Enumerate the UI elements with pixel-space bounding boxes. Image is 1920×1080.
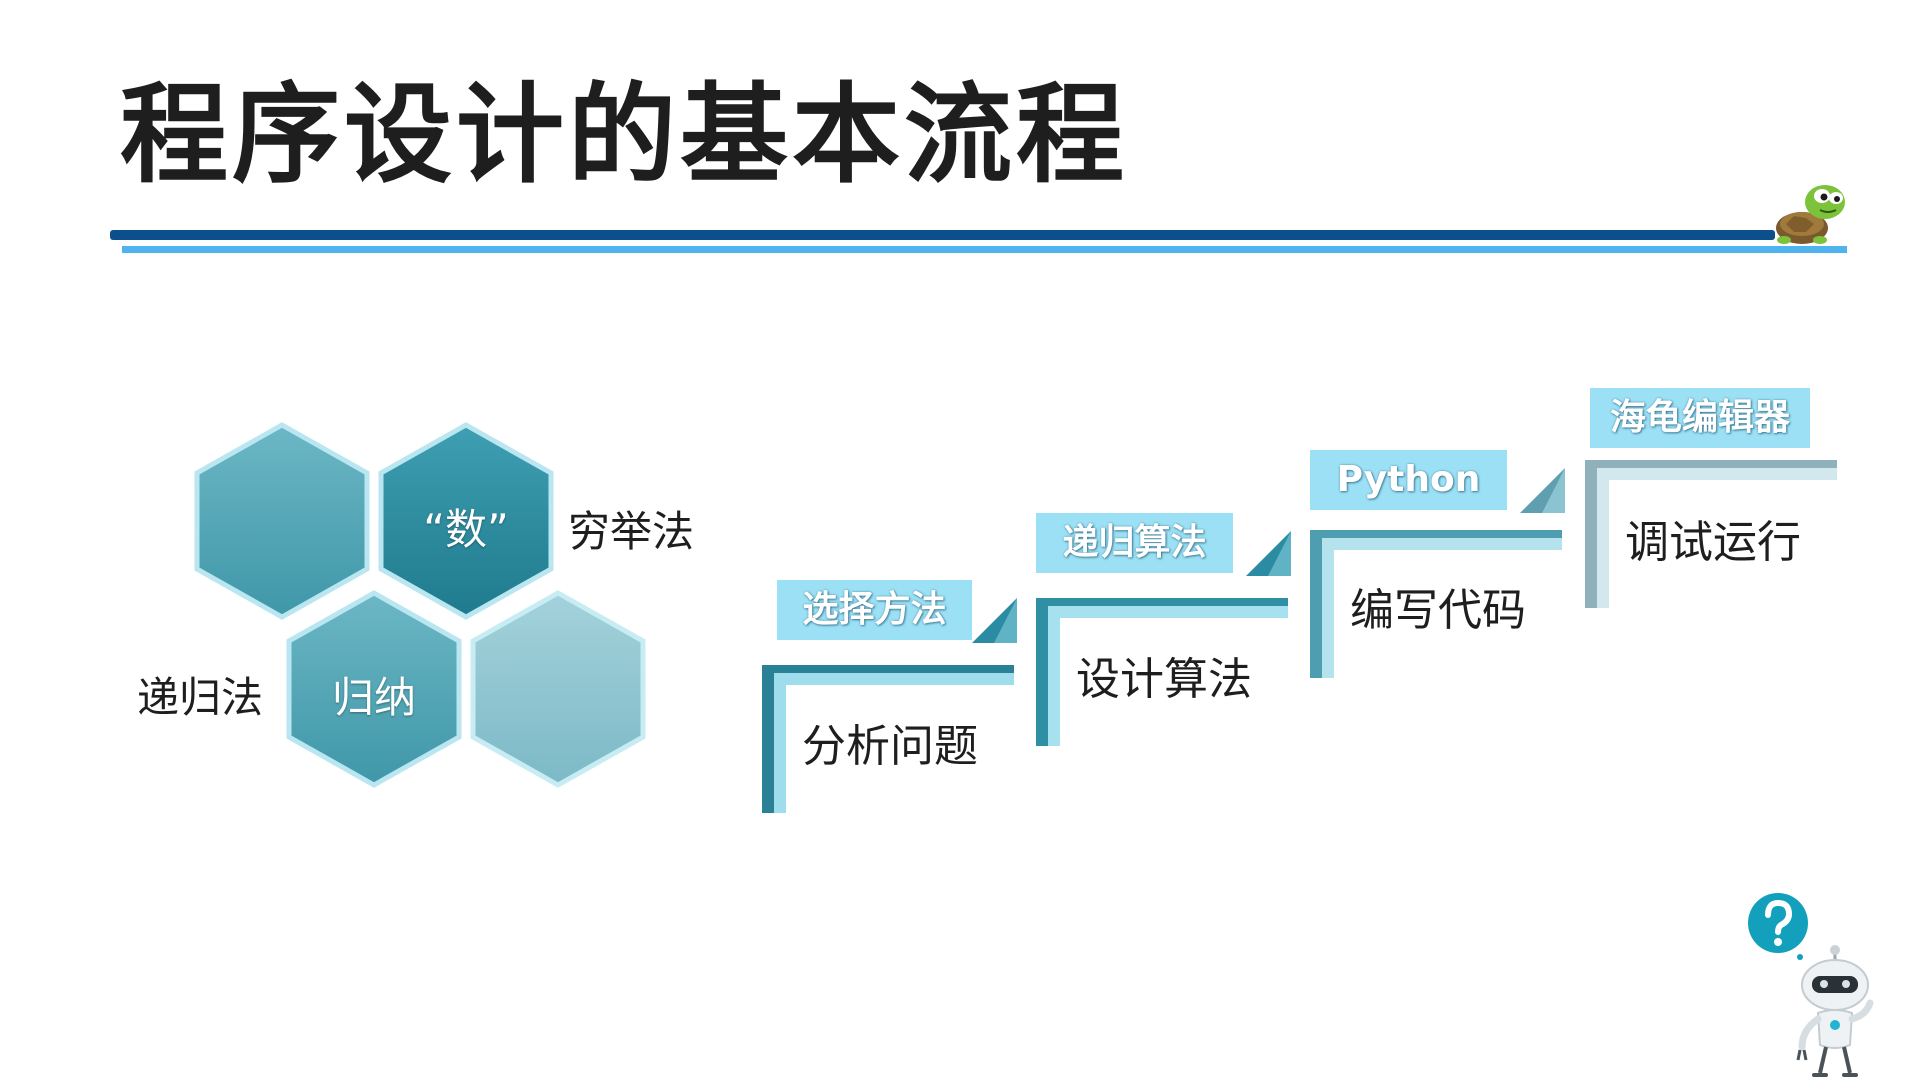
turtle-icon [1776, 185, 1845, 244]
hexagon-label-number: “数” [423, 505, 509, 554]
step-1-text: 分析问题 [802, 721, 978, 772]
step-3-tag: Python [1310, 450, 1507, 510]
step-2-tag: 递归算法 [1036, 513, 1233, 573]
step-4-text: 调试运行 [1625, 517, 1801, 568]
title-rule-dark [110, 230, 1775, 240]
step-1-tag: 选择方法 [777, 580, 972, 640]
hexagon-top-right [378, 422, 554, 620]
label-exhaustive-method: 穷举法 [568, 507, 695, 556]
hexagon-cluster [194, 422, 646, 788]
hexagon-bottom-right [470, 590, 646, 788]
hexagon-bottom-left [286, 590, 462, 788]
step-1-bracket [762, 665, 1014, 813]
slide-title: 程序设计的基本流程 [120, 73, 1129, 198]
step-2-corner-triangle [1246, 531, 1291, 576]
step-2-bracket [1036, 598, 1288, 746]
title-rule-light [122, 246, 1847, 253]
robot-icon [1748, 893, 1874, 1077]
step-4-bracket [1585, 460, 1837, 608]
step-3-text: 编写代码 [1350, 585, 1526, 636]
step-2-text: 设计算法 [1076, 654, 1252, 705]
question-mark-icon [1748, 893, 1808, 960]
label-recursive-method: 递归法 [137, 673, 264, 722]
step-1-corner-triangle [972, 598, 1017, 643]
hexagon-label-induction: 归纳 [331, 673, 416, 722]
hexagon-top-left [194, 422, 370, 620]
step-3-bracket [1310, 530, 1562, 678]
step-3-corner-triangle [1520, 468, 1565, 513]
step-4-tag: 海龟编辑器 [1590, 388, 1810, 448]
